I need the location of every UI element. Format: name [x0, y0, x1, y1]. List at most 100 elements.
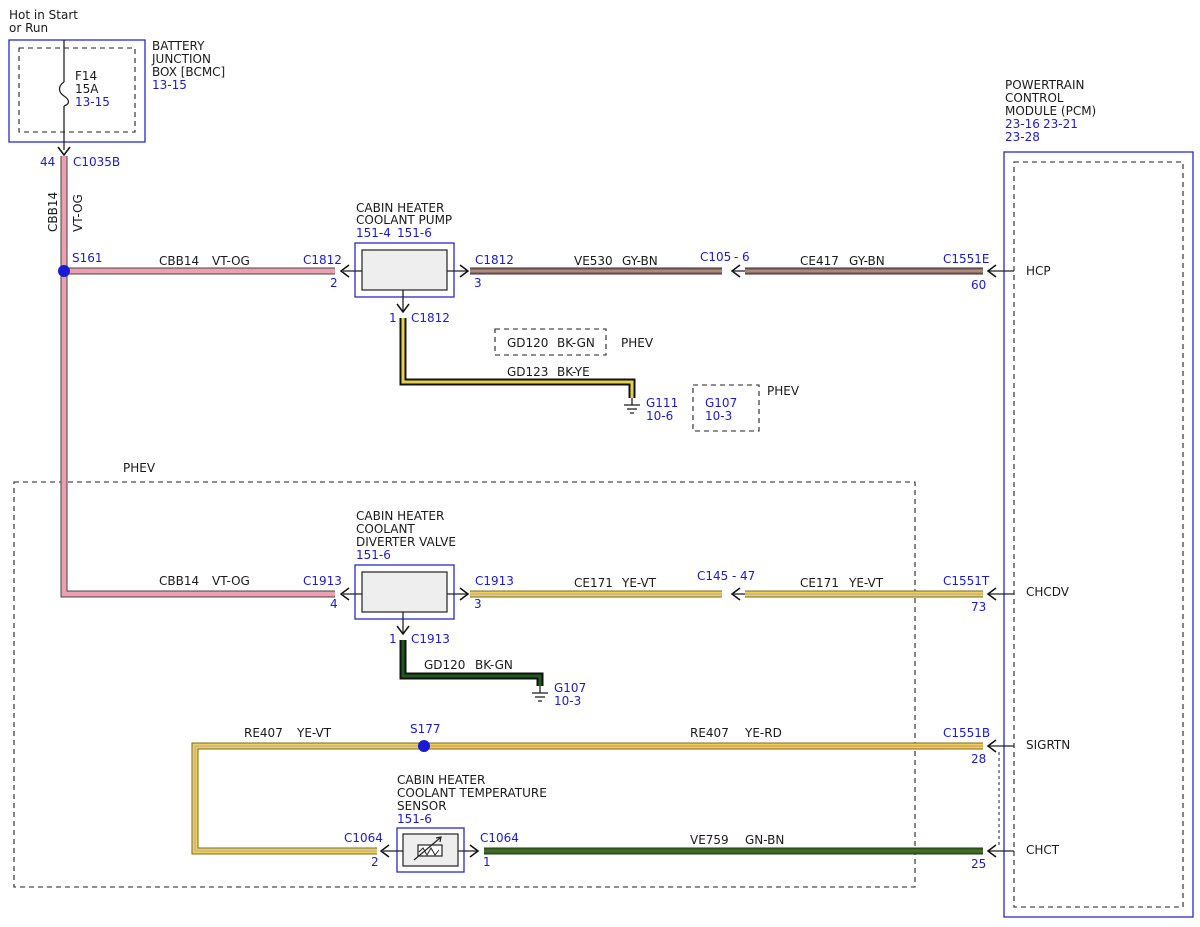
splice-s161-label: S161	[72, 251, 103, 265]
bjb-connector[interactable]: C1035B	[73, 155, 120, 169]
alt-ground-box	[692, 384, 760, 432]
diverter-valve-component[interactable]	[354, 564, 455, 620]
pump-inline-conn[interactable]: C105	[700, 250, 731, 264]
fuse-page-ref[interactable]: 13-15	[75, 95, 110, 109]
pcm-page-ref-3[interactable]: 23-28	[1005, 130, 1040, 144]
sensor-ret-left-color: YE-VT	[296, 726, 332, 740]
valve-page-ref[interactable]: 151-6	[356, 548, 391, 562]
bjb-page-ref[interactable]: 13-15	[152, 78, 187, 92]
pcm-name-line3: MODULE (PCM)	[1005, 104, 1096, 118]
valve-left-arrow-icon	[339, 587, 350, 601]
phev-region-boundary	[13, 481, 916, 888]
phev-region-label: PHEV	[123, 461, 156, 475]
splice-s161-dot[interactable]	[58, 265, 70, 277]
pump-in-circuit: CBB14	[159, 254, 199, 268]
pcm-pin-arrow-icon	[986, 844, 997, 858]
valve-name-line3: DIVERTER VALVE	[356, 535, 456, 549]
pcm-pin-chcdv[interactable]: C1551T 73 CHCDV	[943, 574, 1070, 614]
pcm-pin-chct[interactable]: 25 CHCT	[971, 843, 1060, 871]
wire-re407-ye-vt[interactable]	[191, 742, 424, 855]
valve-bottom-arrow-icon	[396, 625, 410, 636]
pump-inline-sep: -	[734, 250, 738, 264]
pump-left-conn[interactable]: C1812	[303, 253, 342, 267]
pump-left-pin: 2	[330, 276, 338, 290]
valve-left-conn[interactable]: C1913	[303, 574, 342, 588]
pcm-pin-signal: SIGRTN	[1026, 738, 1070, 752]
valve-inline-pin: 47	[740, 569, 755, 583]
valve-ground-circuit: GD120	[424, 658, 465, 672]
pcm-pin-arrow-icon	[986, 587, 997, 601]
valve-ground-color: BK-GN	[475, 658, 513, 672]
pcm-pin-signal: CHCDV	[1026, 585, 1070, 599]
sensor-right-pin: 1	[483, 855, 491, 869]
alt-ground-circuit: GD120	[507, 336, 548, 350]
coolant-pump-body	[361, 249, 448, 291]
pcm-pin-conn: C1551E	[943, 252, 990, 266]
sensor-page-ref[interactable]: 151-6	[397, 812, 432, 826]
pcm-pin-hcp[interactable]: C1551E 60 HCP	[943, 252, 1051, 292]
pcm-pin-signal: HCP	[1026, 264, 1051, 278]
pcm-pin-number: 28	[971, 752, 986, 766]
pcm-pin-number: 25	[971, 857, 986, 871]
ground-g111-page[interactable]: 10-6	[646, 409, 673, 423]
pump-right-conn[interactable]: C1812	[475, 253, 514, 267]
pump-inline-pin: 6	[742, 250, 750, 264]
sensor-right-conn[interactable]: C1064	[480, 831, 519, 845]
sensor-name-line3: SENSOR	[397, 799, 447, 813]
fuse-rating: 15A	[75, 82, 99, 96]
coolant-pump-component[interactable]	[354, 242, 455, 298]
temperature-sensor-component[interactable]	[396, 827, 465, 873]
wire-gd120-bk-gn[interactable]	[399, 640, 544, 686]
pcm-module[interactable]	[1003, 151, 1194, 918]
pump-in-color: VT-OG	[212, 254, 250, 268]
alt-ground-phev-tag: PHEV	[767, 384, 800, 398]
valve-right-pin: 3	[474, 597, 482, 611]
sensor-sig-circuit: VE759	[690, 833, 729, 847]
sensor-name-line1: CABIN HEATER	[397, 773, 485, 787]
pump-name-line2: COOLANT PUMP	[356, 213, 452, 227]
alt-ground-color: BK-GN	[557, 336, 595, 350]
pump-page-ref-2[interactable]: 151-6	[397, 226, 432, 240]
pcm-pin-sigrtn[interactable]: C1551B 28 SIGRTN	[943, 726, 1070, 766]
battery-junction-box-inner	[18, 47, 136, 133]
pump-left-arrow-icon	[339, 264, 350, 278]
pump-pcm-circuit: CE417	[800, 254, 839, 268]
valve-bottom-conn[interactable]: C1913	[411, 632, 450, 646]
pump-bottom-pin: 1	[389, 311, 397, 325]
alt-ground-tag: PHEV	[621, 336, 654, 350]
ground-g107-page[interactable]: 10-3	[554, 694, 581, 708]
valve-inline-conn[interactable]: C145	[697, 569, 728, 583]
sensor-left-conn[interactable]: C1064	[344, 831, 383, 845]
pump-right-arrow-icon	[459, 264, 470, 278]
pcm-pin-conn: C1551B	[943, 726, 990, 740]
connector-arrow-icon	[57, 146, 71, 157]
wire-cbb14-vt-og[interactable]	[60, 156, 335, 598]
sensor-ret-left-circuit: RE407	[244, 726, 283, 740]
valve-left-pin: 4	[330, 597, 338, 611]
bjb-pin: 44	[40, 155, 55, 169]
fuse-name: F14	[75, 69, 97, 83]
battery-junction-box[interactable]	[8, 39, 146, 143]
pump-page-ref-1[interactable]: 151-4	[356, 226, 391, 240]
ground-g107-label[interactable]: G107	[554, 681, 586, 695]
pcm-name-line1: POWERTRAIN	[1005, 78, 1085, 92]
valve-right-conn[interactable]: C1913	[475, 574, 514, 588]
sensor-left-pin: 2	[371, 855, 379, 869]
wire-gd123-bk-ye[interactable]	[399, 318, 636, 398]
splice-s177-dot[interactable]	[418, 740, 430, 752]
feed-wire-circuit: CBB14	[46, 192, 60, 232]
pump-bottom-conn[interactable]: C1812	[411, 311, 450, 325]
alt-ground-page[interactable]: 10-3	[705, 409, 732, 423]
pump-out-circuit: VE530	[574, 254, 613, 268]
ground-g111-label[interactable]: G111	[646, 396, 678, 410]
pcm-name-line2: CONTROL	[1005, 91, 1064, 105]
pcm-page-ref-1[interactable]: 23-16	[1005, 117, 1040, 131]
supply-label-line2: or Run	[9, 21, 48, 35]
valve-in-circuit: CBB14	[159, 574, 199, 588]
pcm-page-ref-2[interactable]: 23-21	[1043, 117, 1078, 131]
fuse-f14-icon	[58, 81, 70, 107]
bjb-name-line1: BATTERY	[152, 39, 205, 53]
alt-ground-label[interactable]: G107	[705, 396, 737, 410]
feed-wire-color: VT-OG	[71, 194, 85, 232]
